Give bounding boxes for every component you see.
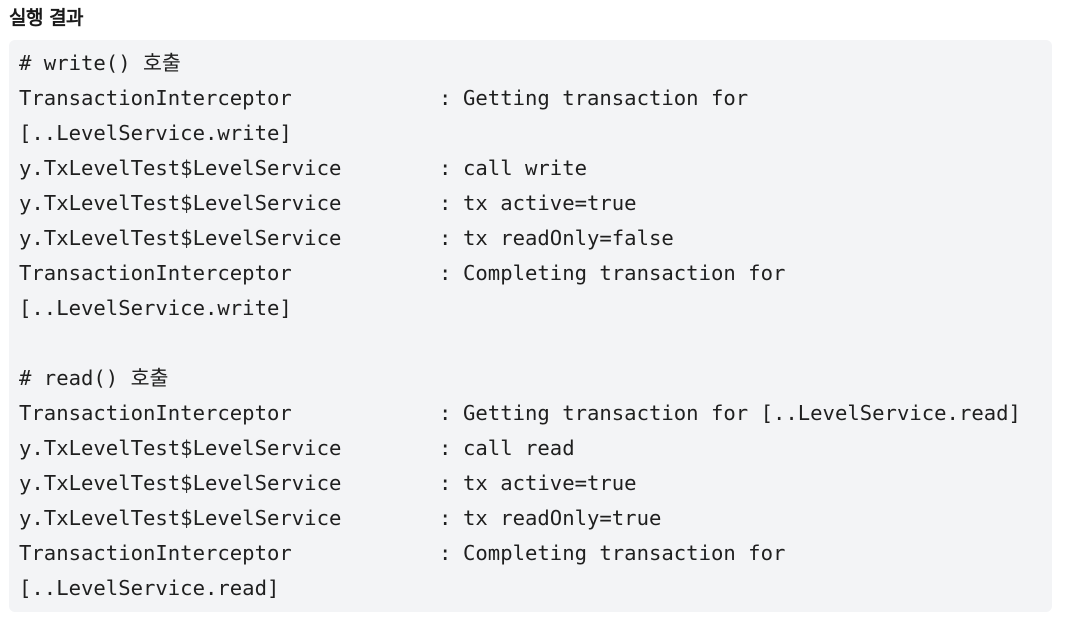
code-line-continuation: [..LevelService.write] [19, 291, 1052, 326]
code-line-log: TransactionInterceptor: Completing transa… [19, 536, 1052, 571]
log-message: Completing transaction for [463, 541, 786, 565]
code-line-log: y.TxLevelTest$LevelService: tx readOnly=f… [19, 221, 1052, 256]
log-message: tx readOnly=true [463, 506, 662, 530]
code-line-log: y.TxLevelTest$LevelService: tx active=tru… [19, 186, 1052, 221]
log-message: tx active=true [463, 191, 637, 215]
log-separator: : [439, 506, 452, 530]
code-line-log: TransactionInterceptor: Getting transacti… [19, 81, 1052, 116]
code-line-log: TransactionInterceptor: Completing transa… [19, 256, 1052, 291]
code-line-log: TransactionInterceptor: Getting transacti… [19, 396, 1052, 431]
log-source: TransactionInterceptor [19, 541, 292, 565]
log-separator: : [439, 261, 452, 285]
comment-text: # read() 호출 [19, 366, 169, 390]
log-source: y.TxLevelTest$LevelService [19, 226, 342, 250]
continuation-text: [..LevelService.write] [19, 296, 292, 320]
code-line-log: y.TxLevelTest$LevelService: tx readOnly=t… [19, 501, 1052, 536]
code-line-comment: # write() 호출 [19, 46, 1052, 81]
log-message: call read [463, 436, 575, 460]
code-line-continuation: [..LevelService.write] [19, 116, 1052, 151]
log-message: call write [463, 156, 587, 180]
log-message: Completing transaction for [463, 261, 786, 285]
log-separator: : [439, 401, 452, 425]
code-line-continuation: [..LevelService.read] [19, 571, 1052, 606]
log-separator: : [439, 191, 452, 215]
log-source: y.TxLevelTest$LevelService [19, 471, 342, 495]
log-message: Getting transaction for [..LevelService.… [463, 401, 1021, 425]
log-separator: : [439, 471, 452, 495]
log-source: y.TxLevelTest$LevelService [19, 436, 342, 460]
section-heading: 실행 결과 [9, 7, 84, 29]
log-message: Getting transaction for [463, 86, 749, 110]
log-source: y.TxLevelTest$LevelService [19, 156, 342, 180]
code-line-blank [19, 326, 1052, 361]
code-line-log: y.TxLevelTest$LevelService: tx active=tru… [19, 466, 1052, 501]
code-block: # write() 호출 TransactionInterceptor: Gett… [9, 40, 1052, 612]
log-separator: : [439, 86, 452, 110]
log-separator: : [439, 226, 452, 250]
continuation-text: [..LevelService.read] [19, 576, 280, 600]
log-source: y.TxLevelTest$LevelService [19, 191, 342, 215]
log-source: TransactionInterceptor [19, 401, 292, 425]
code-line-log: y.TxLevelTest$LevelService: call read [19, 431, 1052, 466]
log-source: y.TxLevelTest$LevelService [19, 506, 342, 530]
log-source: TransactionInterceptor [19, 86, 292, 110]
code-line-log: y.TxLevelTest$LevelService: call write [19, 151, 1052, 186]
log-source: TransactionInterceptor [19, 261, 292, 285]
log-separator: : [439, 436, 452, 460]
log-message: tx readOnly=false [463, 226, 674, 250]
code-line-comment: # read() 호출 [19, 361, 1052, 396]
log-separator: : [439, 541, 452, 565]
log-separator: : [439, 156, 452, 180]
continuation-text: [..LevelService.write] [19, 121, 292, 145]
comment-text: # write() 호출 [19, 51, 181, 75]
log-message: tx active=true [463, 471, 637, 495]
